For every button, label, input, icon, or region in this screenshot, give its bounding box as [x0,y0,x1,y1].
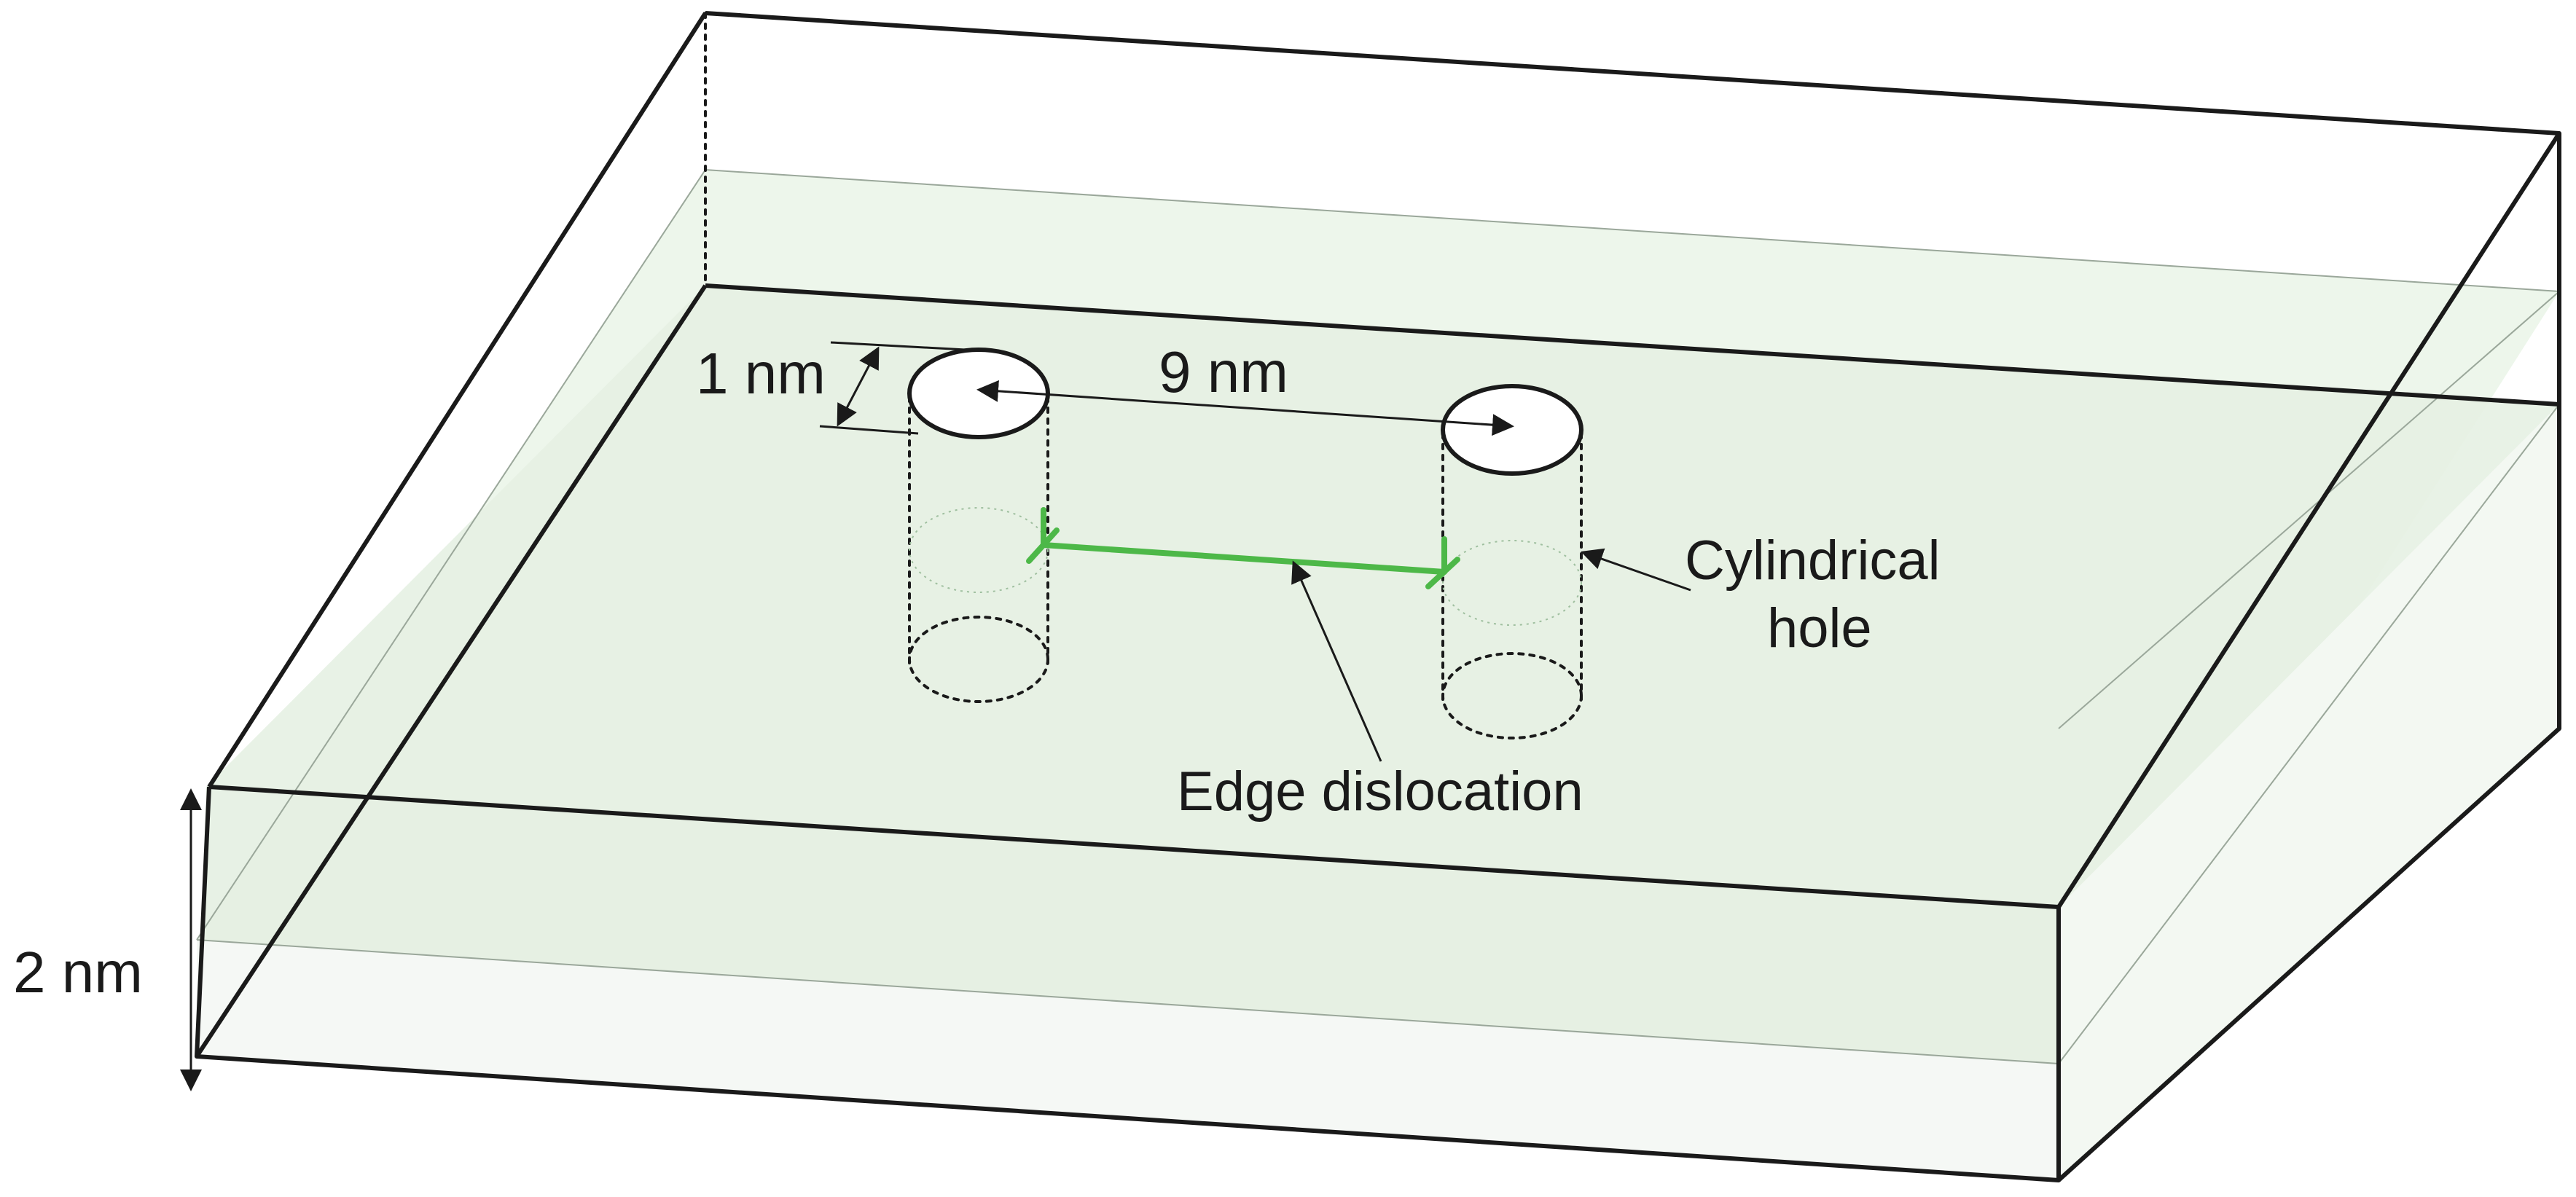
mid-plane-back-edge [705,169,2560,292]
cylindrical-hole-label-line1: Cylindrical [1685,530,1941,592]
diameter-ext-bottom [819,425,919,435]
film-thickness-label: 2 nm [13,940,143,1005]
top-left-edge [207,12,708,788]
mid-plane-right-edge [2058,291,2560,729]
leaders [1291,548,1691,762]
hole-diameter-label: 1 nm [696,341,826,406]
hole-right-top [1441,384,1583,476]
bottom-right-edge-solid [2056,404,2561,1182]
hole-right-mid [1442,540,1582,626]
film-slab [197,170,2559,1180]
box-outline [195,11,2561,1182]
dim-hole-diameter [819,341,966,435]
inner-left-edge [195,284,708,1058]
dislocation-line [1041,542,1447,575]
edge-dislocation [1026,507,1460,589]
film-lower-band [197,940,2059,1180]
mid-plane-front-edge [196,939,2059,1064]
spacing-arrow [976,380,1514,436]
mid-plane-left-edge [196,169,706,941]
diameter-arrow [837,346,880,427]
dim-hole-spacing [976,380,1514,436]
edge-dislocation-label: Edge dislocation [1177,761,1583,823]
inner-back-edge [705,283,2560,407]
bottom-right-edge [2058,404,2560,1064]
cylindrical-hole-label-line2: hole [1767,597,1872,659]
dislocation-symbol-right-bar [1425,557,1460,589]
film-guides [196,169,2560,1064]
dislocation-leader [1291,560,1382,762]
hole-right-bottom [1441,652,1583,739]
hole-left-mid [909,507,1049,593]
hole-leader [1581,548,1691,592]
diameter-ext-top [830,341,966,351]
hole-left-bottom [908,616,1049,703]
dislocation-symbol-left-bar [1026,527,1060,564]
film-top-plane [206,286,2559,907]
hole-spacing-label: 9 nm [1159,340,1288,404]
top-right-edge [2056,132,2561,908]
film-right-face [2059,404,2559,1180]
